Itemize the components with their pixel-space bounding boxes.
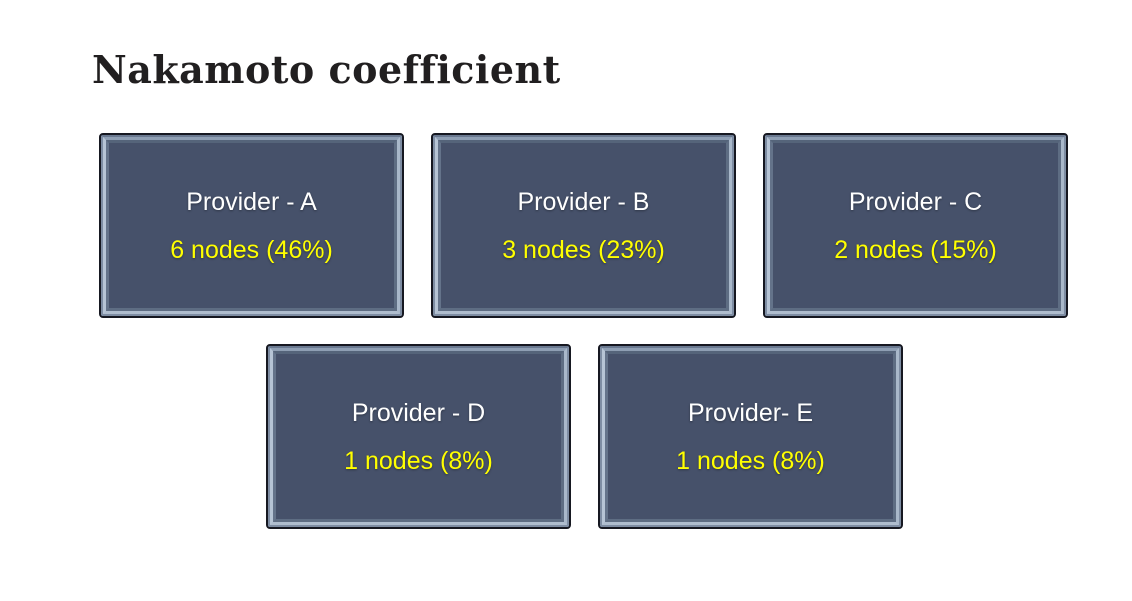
provider-box-d: Provider - D 1 nodes (8%) [266,344,571,529]
bevel-frame [602,348,899,525]
bevel-frame [435,137,732,314]
bevel-frame [106,140,397,311]
provider-box-content: Provider - C 2 nodes (15%) [773,143,1058,308]
provider-name: Provider - C [848,187,983,216]
provider-name: Provider - B [517,187,650,216]
provider-box-a: Provider - A 6 nodes (46%) [99,133,404,318]
provider-name: Provider- E [687,398,814,427]
bevel-frame [767,137,1064,314]
provider-box-content: Provider - D 1 nodes (8%) [276,354,561,519]
bevel-frame [101,135,402,316]
provider-name: Provider - D [351,398,486,427]
provider-box-content: Provider - A 6 nodes (46%) [109,143,394,308]
provider-node-count: 6 nodes (46%) [170,235,333,264]
provider-box-c: Provider - C 2 nodes (15%) [763,133,1068,318]
page-title: Nakamoto coefficient [92,47,561,92]
provider-node-count: 1 nodes (8%) [344,446,493,475]
bevel-frame [268,346,569,527]
bevel-frame [103,137,400,314]
bevel-frame [270,348,567,525]
provider-box-content: Provider- E 1 nodes (8%) [608,354,893,519]
bevel-frame [438,140,729,311]
bevel-frame [433,135,734,316]
bevel-frame [770,140,1061,311]
provider-box-e: Provider- E 1 nodes (8%) [598,344,903,529]
bevel-frame [605,351,896,522]
bevel-frame [765,135,1066,316]
provider-box-b: Provider - B 3 nodes (23%) [431,133,736,318]
provider-node-count: 3 nodes (23%) [502,235,665,264]
provider-node-count: 1 nodes (8%) [676,446,825,475]
bevel-frame [600,346,901,527]
provider-box-content: Provider - B 3 nodes (23%) [441,143,726,308]
provider-node-count: 2 nodes (15%) [834,235,997,264]
bevel-frame [273,351,564,522]
provider-name: Provider - A [186,187,317,216]
